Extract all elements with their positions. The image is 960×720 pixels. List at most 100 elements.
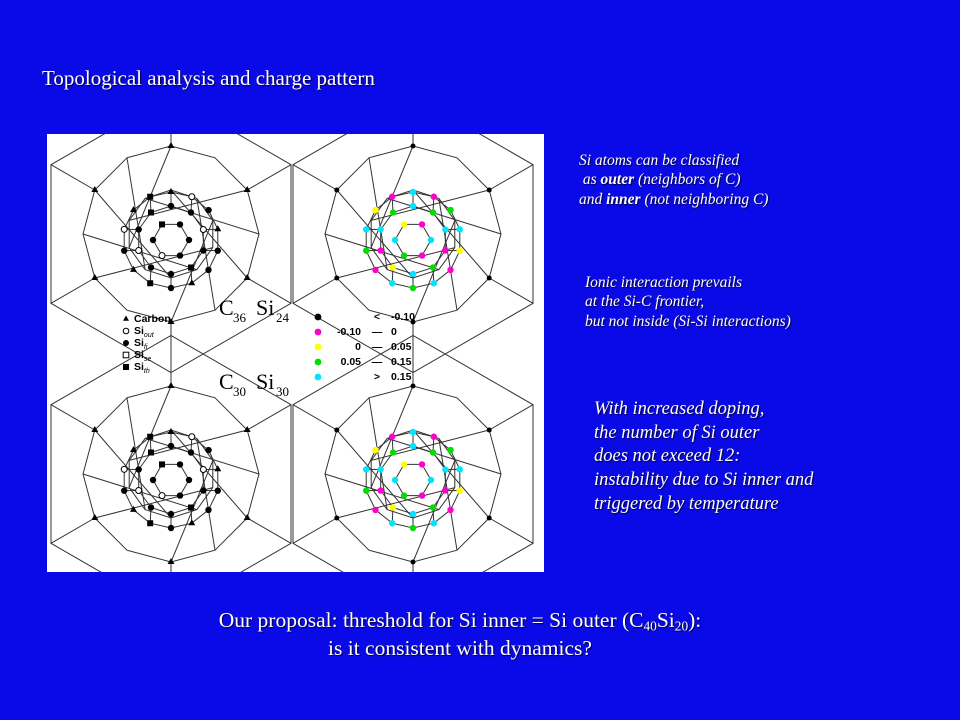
fullerene-panel-1 — [50, 134, 292, 374]
charged-atom — [430, 280, 438, 287]
charged-atom — [486, 275, 492, 281]
carbon-atom — [214, 225, 222, 232]
charged-atom — [372, 446, 379, 454]
si-atom — [199, 465, 207, 473]
si-atom — [187, 449, 195, 456]
charged-atom — [363, 487, 370, 494]
fullerene-panel-3 — [50, 334, 292, 572]
si-atom — [121, 247, 128, 254]
charged-atom — [410, 383, 416, 389]
atom-legend-label: Sith — [134, 361, 150, 375]
charged-atom — [447, 446, 454, 454]
si-atom — [158, 252, 166, 260]
si-atom — [120, 225, 128, 233]
svg-text:36: 36 — [233, 310, 247, 325]
charge-swatch — [314, 313, 322, 321]
charged-atom — [429, 264, 437, 271]
charged-atom — [447, 506, 454, 514]
charged-atom — [486, 515, 492, 521]
si-atom — [135, 487, 143, 495]
carbon-atom — [91, 514, 99, 520]
charged-atom — [430, 520, 438, 527]
carbon-atom — [130, 446, 137, 453]
charged-atom — [334, 187, 340, 193]
si-atom — [167, 284, 175, 292]
charge-op: — — [372, 356, 383, 368]
si-atom — [159, 221, 165, 228]
formula-top: C 36 Si 24 — [219, 295, 290, 325]
charged-atom — [442, 226, 449, 233]
charge-low: -0.10 — [337, 326, 361, 338]
si-atom — [176, 461, 184, 468]
charged-atom — [400, 252, 408, 259]
carbon-atom — [167, 188, 175, 194]
note-doping: With increased doping, the number of Si … — [594, 399, 814, 514]
si-atom — [187, 504, 194, 511]
si-atom — [214, 487, 221, 494]
charged-atom — [391, 476, 399, 484]
si-atom — [200, 487, 207, 494]
charged-atom — [363, 247, 370, 254]
proposal-line-1: Our proposal: threshold for Si inner = S… — [218, 608, 702, 634]
si-atom — [188, 193, 196, 201]
charged-atom — [456, 247, 463, 254]
slide-title: Topological analysis and charge pattern — [42, 66, 375, 90]
si-atom — [205, 266, 212, 274]
si-atom — [167, 270, 175, 278]
fullerene-panel-4 — [292, 334, 534, 572]
carbon-atom — [130, 505, 137, 512]
charged-atom — [418, 461, 426, 468]
charged-atom — [486, 187, 492, 193]
si-atom — [148, 209, 155, 216]
charged-atom — [410, 143, 416, 149]
charge-swatch — [314, 328, 322, 336]
svg-text:30: 30 — [276, 384, 289, 399]
si-atom — [214, 247, 221, 254]
charged-atom — [447, 266, 454, 274]
filled-circle-marker — [123, 340, 129, 346]
charged-atom — [442, 247, 449, 254]
charged-atom — [429, 449, 437, 456]
charged-atom — [429, 504, 437, 511]
si-atom — [147, 504, 155, 511]
charge-swatch — [314, 343, 322, 351]
open-square-marker — [122, 351, 130, 359]
charged-atom — [377, 247, 384, 254]
charged-atom — [447, 206, 454, 214]
charged-atom — [391, 236, 399, 244]
charged-atom — [409, 524, 417, 532]
charge-high: 0.15 — [391, 356, 412, 368]
charged-atom — [430, 193, 438, 200]
si-atom — [148, 449, 155, 456]
charged-atom — [427, 236, 435, 244]
charged-atom — [409, 442, 417, 450]
carbon-atom — [91, 186, 99, 192]
si-atom — [135, 226, 142, 233]
charged-atom — [409, 284, 417, 292]
carbon-atom — [243, 426, 251, 432]
charged-atom — [372, 506, 379, 514]
charged-atom — [377, 487, 384, 494]
charged-atom — [400, 221, 408, 228]
charge-swatch — [314, 373, 322, 381]
charge-op: < — [374, 311, 380, 323]
carbon-atom — [167, 318, 175, 324]
si-atom — [120, 465, 128, 473]
carbon-atom — [167, 142, 175, 148]
charged-atom — [334, 427, 340, 433]
charge-high: 0.15 — [391, 371, 412, 383]
carbon-atom — [91, 426, 99, 432]
charged-atom — [418, 221, 426, 228]
carbon-atom — [167, 382, 175, 388]
si-atom — [205, 446, 212, 454]
si-atom — [135, 466, 142, 473]
svg-text:24: 24 — [276, 310, 290, 325]
svg-text:C: C — [219, 295, 234, 320]
svg-text:30: 30 — [233, 384, 246, 399]
si-atom — [149, 236, 157, 244]
charged-atom — [418, 252, 426, 259]
carbon-atom — [167, 428, 175, 434]
charged-atom — [486, 427, 492, 433]
